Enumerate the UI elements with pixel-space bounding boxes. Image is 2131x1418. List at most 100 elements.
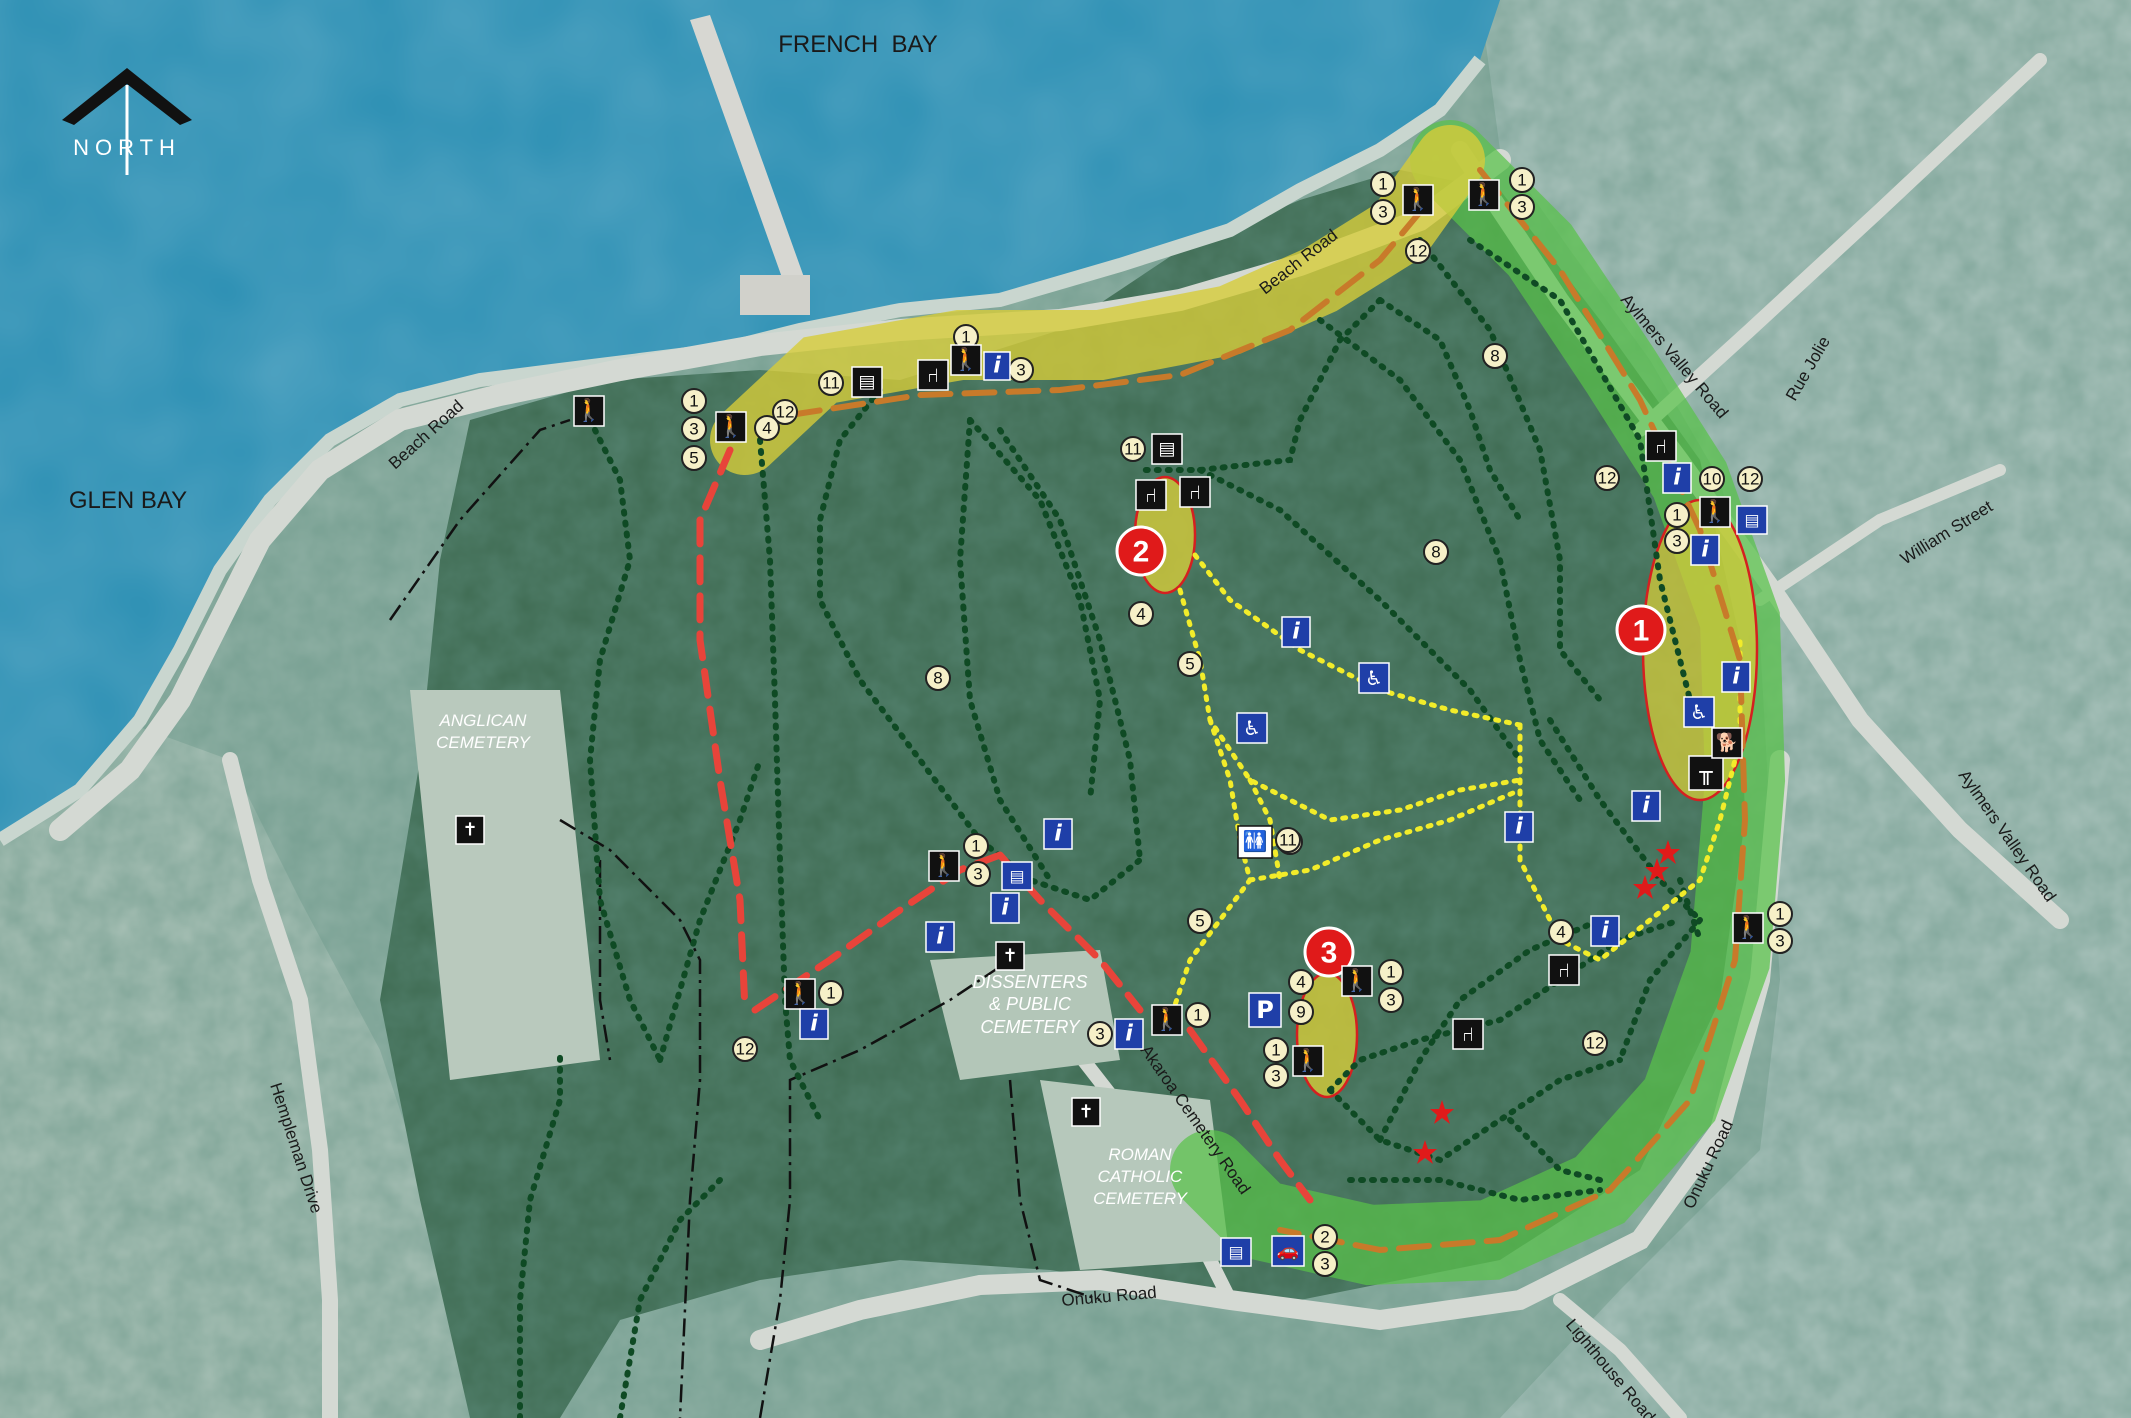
num-marker[interactable]: 5 [1187,908,1213,934]
information-icon[interactable]: i [1043,818,1073,850]
parking-icon[interactable]: P [1248,992,1282,1028]
num-marker[interactable]: 12 [1405,238,1431,264]
num-marker[interactable]: 12 [732,1036,758,1062]
zone-marker-3[interactable]: 3 [1303,926,1355,978]
walking-person-icon[interactable]: 🚶 [1292,1045,1324,1077]
walking-person-icon[interactable]: 🚶 [1402,184,1434,216]
num-marker[interactable]: 1 [1664,502,1690,528]
zone-marker-1[interactable]: 1 [1615,604,1667,656]
num-marker[interactable]: 3 [1509,194,1535,220]
num-marker[interactable]: 4 [1128,601,1154,627]
num-marker[interactable]: 3 [1664,528,1690,554]
information-icon[interactable]: i [1504,811,1534,843]
svg-text:🚗: 🚗 [1277,1241,1299,1262]
walking-person-icon[interactable]: 🚶 [1732,912,1764,944]
walking-person-icon[interactable]: 🚶 [784,978,816,1010]
num-marker[interactable]: 10 [1699,466,1725,492]
bench-seat-icon[interactable]: ⑁ [1548,954,1580,986]
num-marker[interactable]: 4 [1548,919,1574,945]
num-marker[interactable]: 5 [681,445,707,471]
wheelchair-accessible-icon[interactable]: ♿ [1358,662,1390,694]
wheelchair-accessible-icon[interactable]: ♿ [1683,696,1715,728]
information-icon[interactable]: i [925,921,955,953]
information-icon[interactable]: i [799,1008,829,1040]
grave-icon[interactable]: ✝ [1071,1097,1101,1127]
walking-person-icon[interactable]: 🚶 [1468,179,1500,211]
num-marker[interactable]: 1 [818,980,844,1006]
num-marker[interactable]: 1 [681,388,707,414]
toilets-icon[interactable]: 🚻 [1237,825,1273,859]
num-marker[interactable]: 4 [1288,969,1314,995]
num-marker[interactable]: 1 [1767,901,1793,927]
num-marker[interactable]: 11 [1275,827,1301,853]
num-marker[interactable]: 8 [925,665,951,691]
svg-text:🐕: 🐕 [1716,732,1738,754]
num-marker[interactable]: 3 [1087,1021,1113,1047]
svg-text:♿: ♿ [1365,666,1383,690]
num-marker[interactable]: 3 [681,416,707,442]
num-marker[interactable]: 3 [1378,987,1404,1013]
num-marker[interactable]: 1 [1370,171,1396,197]
svg-text:i: i [936,925,944,950]
grave-icon[interactable]: ✝ [455,815,485,845]
car-icon[interactable]: 🚗 [1271,1235,1305,1267]
num-marker[interactable]: 12 [772,399,798,425]
information-icon[interactable]: i [1590,915,1620,947]
star-markers [1413,840,1680,1164]
walking-person-icon[interactable]: 🚶 [928,850,960,882]
information-icon[interactable]: i [983,351,1011,381]
zone-marker-2[interactable]: 2 [1115,525,1167,577]
num-marker[interactable]: 1 [1378,959,1404,985]
num-marker[interactable]: 9 [1288,999,1314,1025]
num-marker[interactable]: 3 [965,861,991,887]
walking-person-icon[interactable]: 🚶 [1151,1004,1183,1036]
num-marker[interactable]: 8 [1482,343,1508,369]
num-marker[interactable]: 3 [1008,357,1034,383]
num-marker[interactable]: 2 [1312,1224,1338,1250]
sign-board-icon[interactable]: ▤ [1151,433,1183,465]
sign-board-icon[interactable]: ▤ [1001,861,1033,891]
num-marker[interactable]: 5 [1177,651,1203,677]
num-marker[interactable]: 4 [754,415,780,441]
num-marker[interactable]: 1 [1509,167,1535,193]
num-marker[interactable]: 1 [963,833,989,859]
bench-seat-icon[interactable]: ⑁ [917,359,949,391]
num-marker[interactable]: 11 [1120,436,1146,462]
num-marker[interactable]: 12 [1582,1030,1608,1056]
grave-icon[interactable]: ✝ [995,941,1025,971]
num-marker[interactable]: 1 [953,324,979,350]
num-marker[interactable]: 3 [1767,928,1793,954]
walking-person-icon[interactable]: 🚶 [950,344,982,376]
wheelchair-accessible-icon[interactable]: ♿ [1236,712,1268,744]
sign-board-icon[interactable]: ▤ [851,366,883,398]
bench-seat-icon[interactable]: ⑁ [1135,479,1167,511]
walking-person-icon[interactable]: 🚶 [715,411,747,443]
svg-text:i: i [1292,620,1300,645]
num-marker[interactable]: 3 [1370,199,1396,225]
information-icon[interactable]: i [1721,661,1751,693]
num-marker[interactable]: 8 [1423,539,1449,565]
information-icon[interactable]: i [990,892,1020,924]
sign-board-icon[interactable]: ▤ [1220,1237,1252,1267]
bench-seat-icon[interactable]: ⑁ [1179,476,1211,508]
information-icon[interactable]: i [1690,534,1720,566]
information-icon[interactable]: i [1114,1018,1144,1050]
dog-walk-icon[interactable]: 🐕 [1711,727,1743,759]
walking-person-icon[interactable]: 🚶 [1341,965,1373,997]
bench-seat-icon[interactable]: ⑁ [1452,1018,1484,1050]
num-marker[interactable]: 1 [1263,1037,1289,1063]
sign-board-icon[interactable]: ▤ [1736,505,1768,535]
information-icon[interactable]: i [1662,462,1692,494]
num-marker[interactable]: 12 [1737,466,1763,492]
picnic-table-icon[interactable]: ╥ [1688,755,1724,791]
walking-person-icon[interactable]: 🚶 [1699,496,1731,528]
information-icon[interactable]: i [1631,790,1661,822]
num-marker[interactable]: 3 [1312,1251,1338,1277]
num-marker[interactable]: 3 [1263,1063,1289,1089]
walking-person-icon[interactable]: 🚶 [573,395,605,427]
num-marker[interactable]: 11 [818,370,844,396]
num-marker[interactable]: 12 [1594,465,1620,491]
bench-seat-icon[interactable]: ⑁ [1645,430,1677,462]
num-marker[interactable]: 1 [1185,1002,1211,1028]
information-icon[interactable]: i [1281,616,1311,648]
